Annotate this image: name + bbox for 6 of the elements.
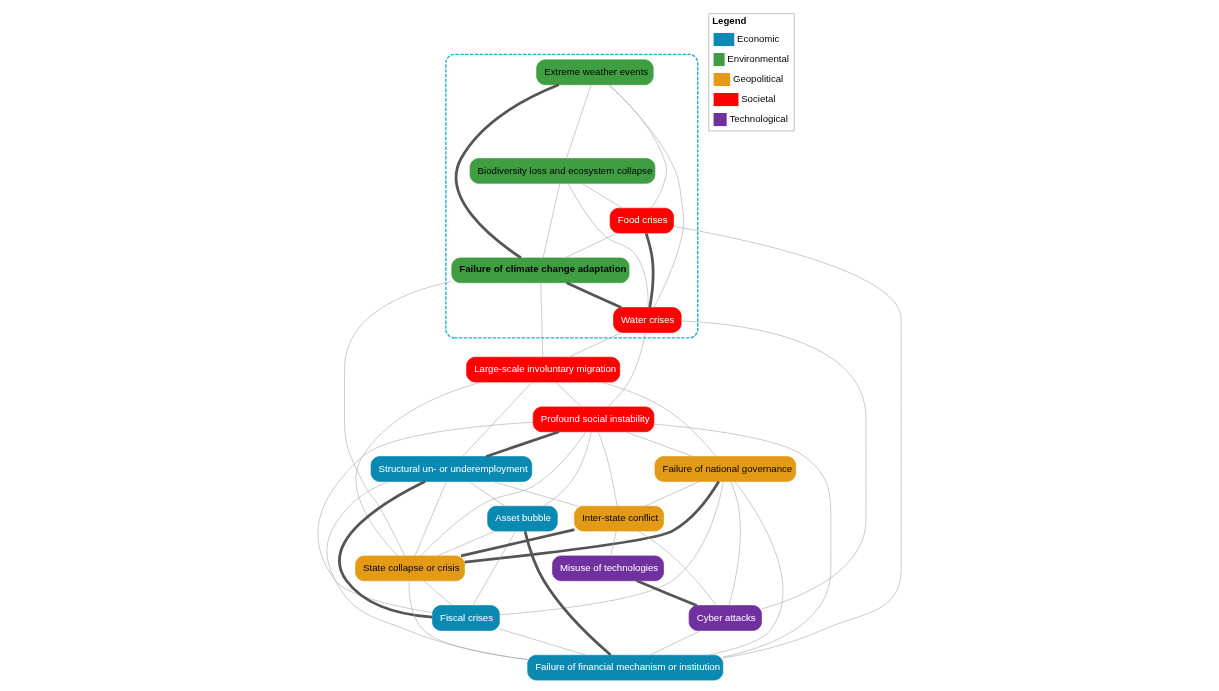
legend-label: Economic <box>737 33 780 45</box>
legend-label: Environmental <box>727 53 790 65</box>
legend-label: Technological <box>729 113 788 125</box>
legend-label: Geopolitical <box>732 73 784 85</box>
legend-label: Societal <box>741 93 776 105</box>
label: Legend <box>712 15 747 27</box>
